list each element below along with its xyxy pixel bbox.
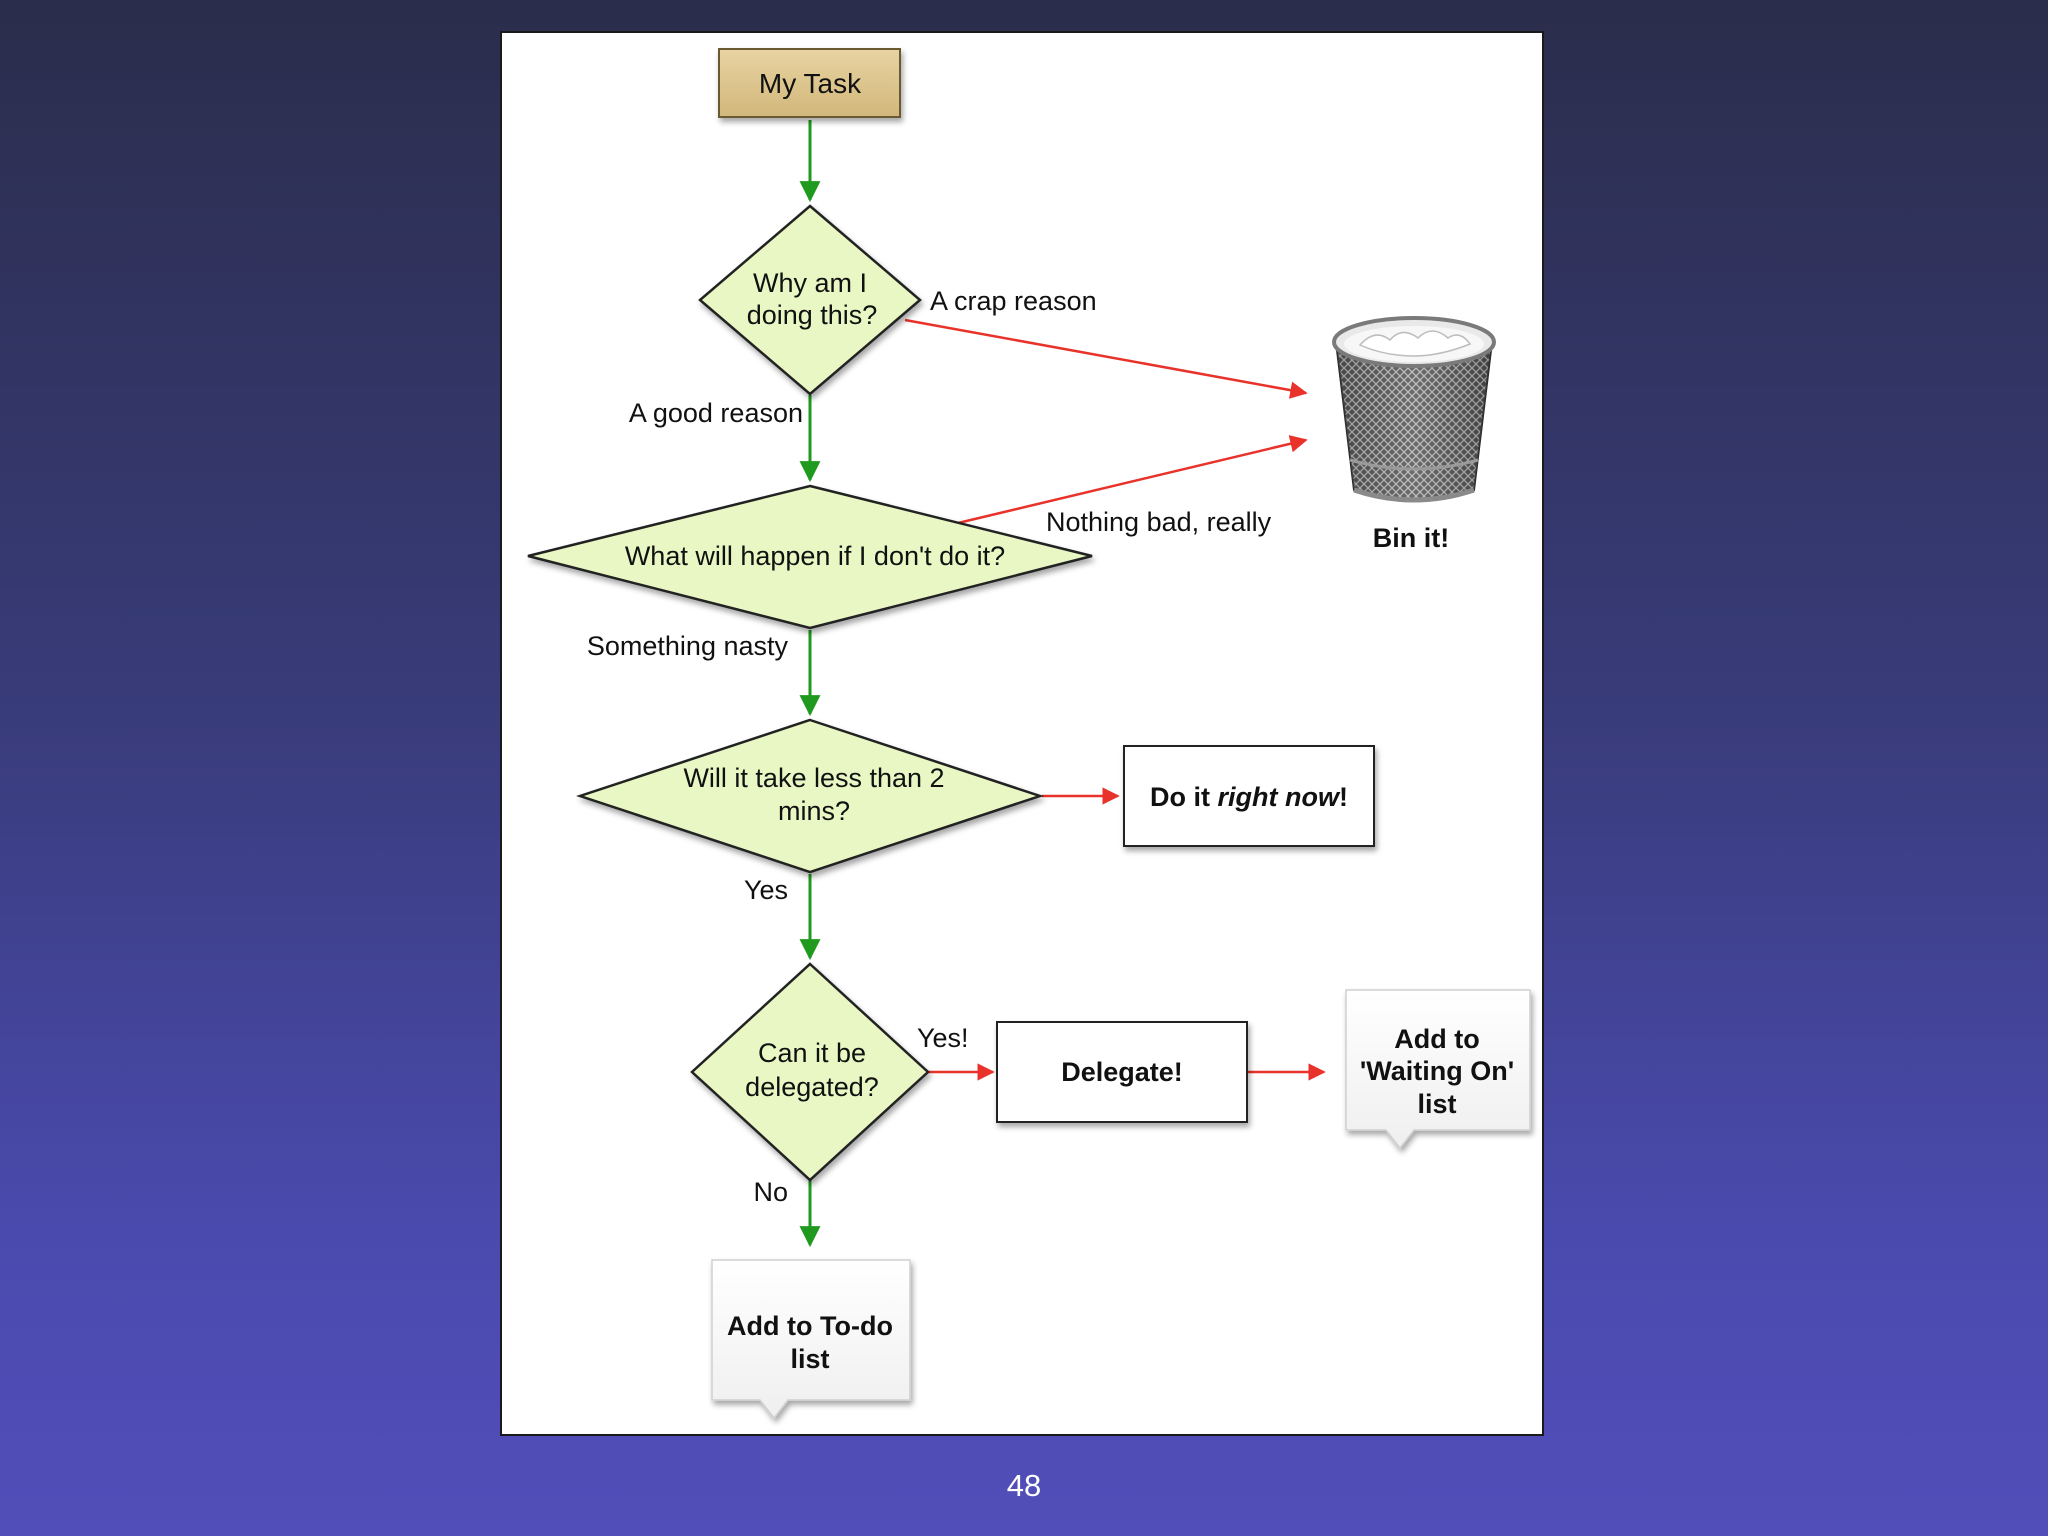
do-now-label: Do it right now! bbox=[1150, 782, 1348, 812]
decision-why-line-1: Why am I bbox=[753, 268, 867, 298]
todo-line-1: Add to To-do bbox=[727, 1311, 893, 1341]
slide-panel bbox=[500, 31, 1544, 1436]
task-node bbox=[718, 48, 901, 118]
edge-label-nothing: Nothing bad, really bbox=[1046, 507, 1272, 537]
todo-note bbox=[711, 1259, 911, 1420]
decision-time-line-1: Will it take less than 2 bbox=[683, 763, 944, 793]
delegate-node bbox=[996, 1021, 1248, 1123]
arrow-what-to-bin bbox=[957, 435, 1308, 525]
bin-label: Bin it! bbox=[1373, 523, 1449, 553]
waiting-line-3: list bbox=[1417, 1089, 1456, 1119]
decision-delegate-line-2: delegated? bbox=[745, 1072, 879, 1102]
decision-why bbox=[698, 204, 922, 396]
page-number: 48 bbox=[1006, 1468, 1042, 1503]
waiting-line-2: 'Waiting On' bbox=[1360, 1056, 1514, 1086]
edge-label-crap: A crap reason bbox=[930, 286, 1097, 316]
decision-what-label: What will happen if I don't do it? bbox=[625, 541, 1005, 571]
task-node-label: My Task bbox=[759, 68, 862, 99]
decision-time-line-2: mins? bbox=[778, 796, 850, 826]
edge-label-yes-delegate: Yes! bbox=[917, 1023, 969, 1053]
waiting-line-1: Add to bbox=[1394, 1024, 1479, 1054]
todo-line-2: list bbox=[790, 1344, 829, 1374]
arrow-why-to-bin bbox=[904, 318, 1308, 399]
waiting-note bbox=[1345, 989, 1531, 1150]
edge-label-nasty: Something nasty bbox=[587, 631, 789, 661]
decision-what bbox=[527, 484, 1093, 630]
do-now-node bbox=[1123, 745, 1375, 847]
edge-label-good: A good reason bbox=[629, 398, 803, 428]
decision-delegate bbox=[690, 962, 930, 1182]
decision-delegate-line-1: Can it be bbox=[758, 1038, 866, 1068]
edge-label-yes: Yes bbox=[744, 875, 788, 905]
decision-time bbox=[576, 718, 1044, 874]
trash-can-icon bbox=[1332, 316, 1496, 503]
edge-label-no: No bbox=[753, 1177, 788, 1207]
delegate-label: Delegate! bbox=[1061, 1057, 1183, 1087]
decision-why-line-2: doing this? bbox=[747, 300, 878, 330]
